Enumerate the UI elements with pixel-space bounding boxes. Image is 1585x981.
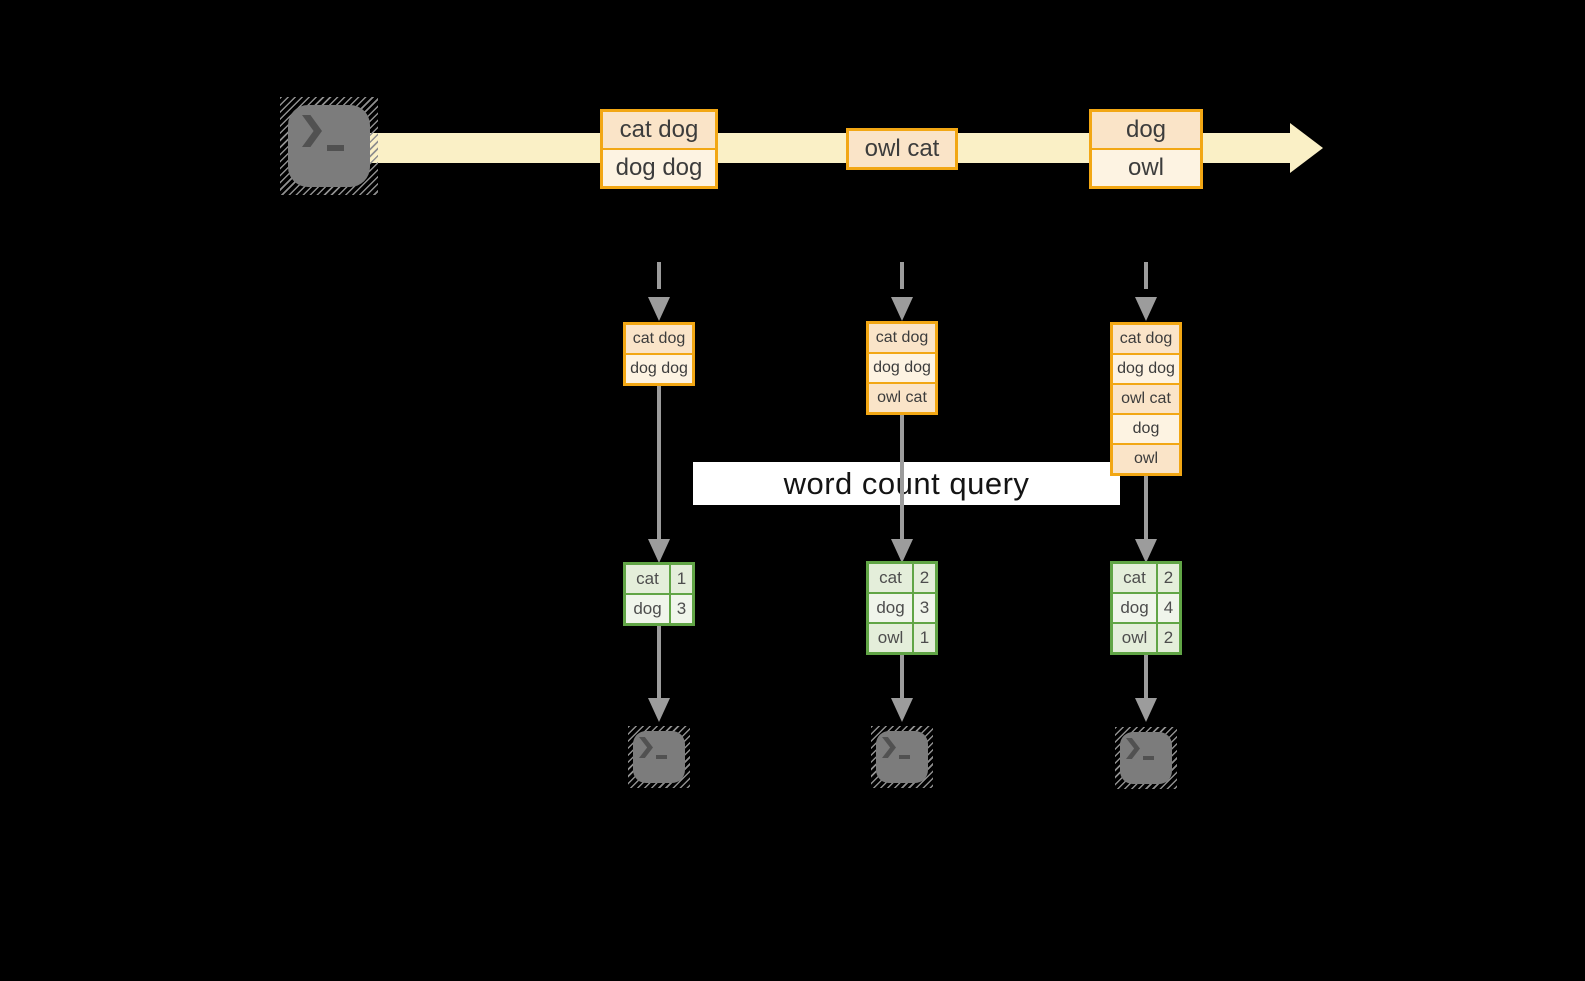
state-line: owl [1113,445,1179,473]
word-cell: dog [1113,594,1156,622]
state-line: dog dog [1113,355,1179,383]
table-row: dog 4 [1113,594,1179,622]
output-terminal-icon-1 [628,726,690,788]
table-row: dog 3 [626,595,692,623]
state-line: owl cat [869,384,935,412]
count-cell: 1 [671,565,692,593]
stream-batch-1: cat dog dog dog [600,109,718,189]
word-cell: cat [869,564,912,592]
word-cell: owl [1113,624,1156,652]
table-row: cat 2 [869,564,935,592]
stream-batch-3: dog owl [1089,109,1203,189]
table-row: cat 1 [626,565,692,593]
output-terminal-icon-2 [871,726,933,788]
state-line: owl cat [1113,385,1179,413]
table-row: cat 2 [1113,564,1179,592]
down-arrowhead-icon [891,539,913,563]
dashed-arrow-segment [657,262,661,289]
table-row: owl 1 [869,624,935,652]
stream-arrowhead-icon [1290,123,1323,173]
count-cell: 2 [1158,564,1179,592]
count-cell: 1 [914,624,935,652]
down-arrowhead-icon [648,539,670,563]
state-line: dog dog [626,355,692,383]
flow-line [657,386,661,541]
word-cell: owl [869,624,912,652]
prompt-underscore-icon [899,755,910,759]
batch-line: owl cat [849,131,955,167]
state-line: dog dog [869,354,935,382]
state-line: dog [1113,415,1179,443]
down-arrowhead-icon [1135,698,1157,722]
flow-line [657,626,661,700]
down-arrowhead-icon [1135,539,1157,563]
word-count-table-1: cat 1 dog 3 [623,562,695,626]
flow-line [1144,655,1148,700]
state-box-2: cat dog dog dog owl cat [866,321,938,415]
down-arrowhead-icon [891,297,913,321]
stream-batch-2: owl cat [846,128,958,170]
source-terminal-icon [280,97,378,195]
prompt-underscore-icon [327,145,344,151]
count-cell: 2 [914,564,935,592]
flow-line [1144,476,1148,541]
query-label: word count query [783,465,1030,501]
state-line: cat dog [626,325,692,353]
batch-line: cat dog [603,112,715,148]
count-cell: 2 [1158,624,1179,652]
query-label-bar: word count query [693,462,1120,505]
table-row: owl 2 [1113,624,1179,652]
output-terminal-icon-3 [1115,727,1177,789]
dashed-arrow-segment [900,262,904,289]
flow-line [900,655,904,700]
word-cell: cat [626,565,669,593]
state-line: cat dog [1113,325,1179,353]
word-cell: dog [626,595,669,623]
count-cell: 4 [1158,594,1179,622]
down-arrowhead-icon [648,698,670,722]
table-row: dog 3 [869,594,935,622]
prompt-underscore-icon [656,755,667,759]
word-count-table-3: cat 2 dog 4 owl 2 [1110,561,1182,655]
down-arrowhead-icon [1135,297,1157,321]
batch-line: dog [1092,112,1200,148]
state-box-1: cat dog dog dog [623,322,695,386]
state-box-3: cat dog dog dog owl cat dog owl [1110,322,1182,476]
down-arrowhead-icon [891,698,913,722]
count-cell: 3 [671,595,692,623]
batch-line: dog dog [603,150,715,186]
state-line: cat dog [869,324,935,352]
prompt-underscore-icon [1143,756,1154,760]
batch-line: owl [1092,150,1200,186]
word-cell: cat [1113,564,1156,592]
down-arrowhead-icon [648,297,670,321]
flow-line [900,415,904,541]
word-count-table-2: cat 2 dog 3 owl 1 [866,561,938,655]
dashed-arrow-segment [1144,262,1148,289]
word-cell: dog [869,594,912,622]
count-cell: 3 [914,594,935,622]
